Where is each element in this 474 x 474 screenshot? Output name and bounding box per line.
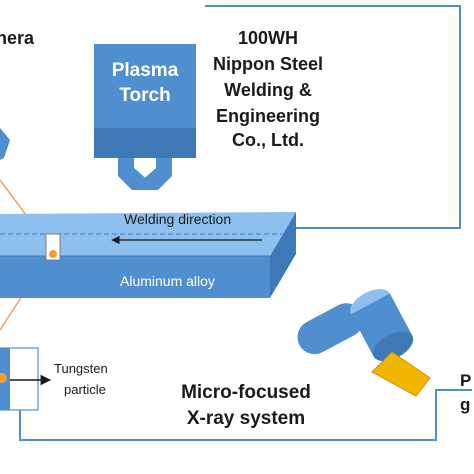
tungsten-particle-dot: [49, 250, 57, 258]
camera-label-fragment: nera: [0, 28, 35, 48]
torch-collar: [94, 128, 196, 158]
inset-label-line2: particle: [64, 382, 106, 397]
xray-system: Micro-focused X-ray system: [181, 289, 431, 429]
maker-line4: Engineering: [216, 106, 320, 126]
camera-body-fragment: [0, 128, 10, 160]
torch-body: [94, 44, 196, 128]
xray-label-line2: X-ray system: [187, 408, 305, 429]
connection-cables: [19, 5, 472, 441]
inset-label-line1: Tungsten: [54, 361, 108, 376]
xray-to-detector-cable: [19, 389, 472, 441]
xray-yellow-detector: [371, 351, 431, 397]
torch-label-line2: Torch: [119, 85, 170, 106]
manufacturer-label: 100WH Nippon Steel Welding & Engineering…: [213, 28, 323, 150]
maker-line3: Welding &: [224, 80, 312, 100]
maker-line5: Co., Ltd.: [232, 130, 304, 150]
aluminum-plate: Welding direction Aluminum alloy: [0, 211, 296, 298]
welding-direction-label: Welding direction: [124, 211, 231, 227]
xray-label-line1: Micro-focused: [181, 382, 311, 403]
torch-nozzle-right: [140, 158, 172, 190]
plasma-torch: Plasma Torch: [94, 44, 196, 190]
right-cut-line1: P: [460, 371, 471, 390]
inset-particle: [0, 373, 7, 383]
right-cut-line2: g: [460, 395, 470, 414]
right-cut-label: P g: [460, 371, 471, 414]
plate-front-face: [0, 256, 270, 298]
maker-line1: 100WH: [238, 28, 298, 48]
torch-label-line1: Plasma: [112, 60, 179, 81]
plate-side-face: [270, 212, 296, 298]
maker-line2: Nippon Steel: [213, 54, 323, 74]
material-label: Aluminum alloy: [120, 273, 215, 289]
camera: nera: [0, 28, 35, 160]
tungsten-inset: Tungsten particle: [0, 347, 108, 411]
torch-to-power-cable: [205, 5, 461, 229]
xray-tube-body: [297, 303, 364, 355]
xray-head-bottom: [372, 331, 414, 362]
